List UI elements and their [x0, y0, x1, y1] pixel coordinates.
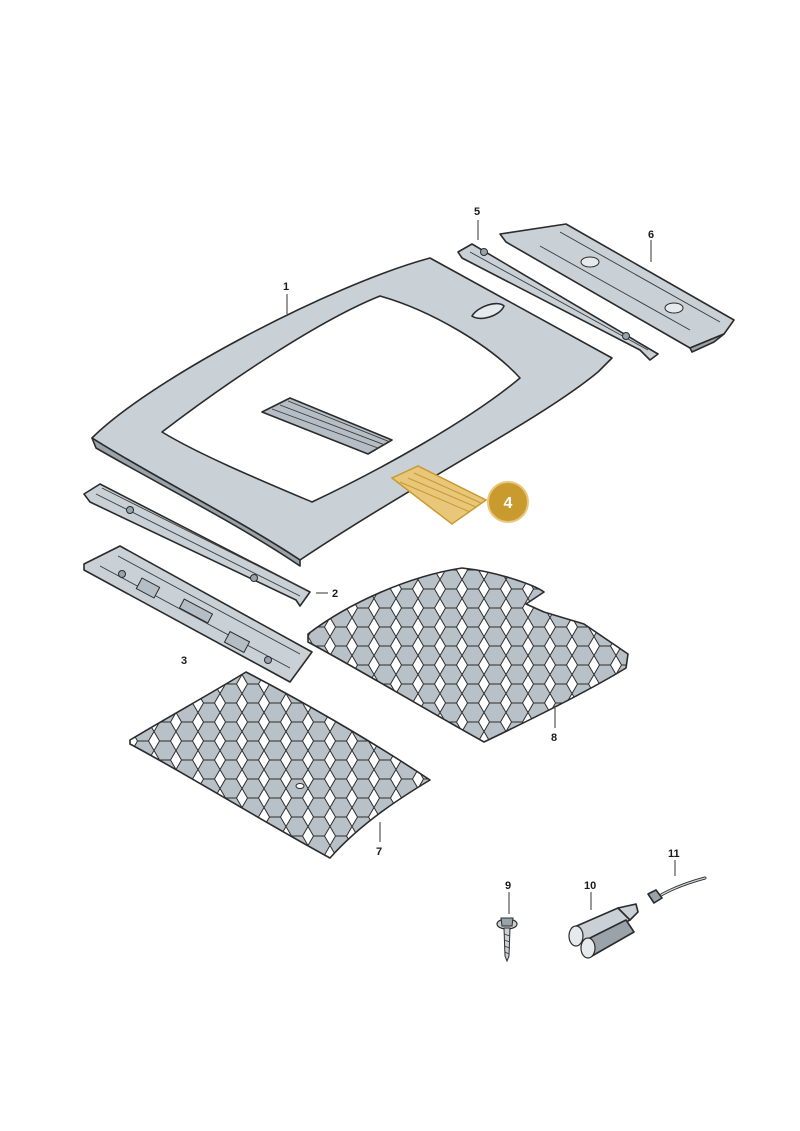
callout-9[interactable]: 9 — [505, 880, 511, 892]
roof-bow-highlighted — [390, 465, 488, 525]
front-crossmember — [83, 483, 311, 607]
callout-11[interactable]: 11 — [668, 848, 680, 860]
screw — [496, 917, 518, 963]
callout-1[interactable]: 1 — [283, 281, 289, 293]
callout-8[interactable]: 8 — [551, 732, 557, 744]
front-insulation-mat — [129, 671, 431, 859]
callout-6[interactable]: 6 — [648, 229, 654, 241]
callout-4-highlight[interactable]: 4 — [487, 481, 529, 523]
callout-5[interactable]: 5 — [474, 206, 480, 218]
callout-10[interactable]: 10 — [584, 880, 596, 892]
rear-reinforcement — [499, 223, 735, 353]
cable — [647, 876, 707, 904]
roof-panel — [91, 257, 613, 567]
front-reinforcement — [83, 545, 313, 683]
rear-insulation-mat — [307, 567, 629, 743]
callout-7[interactable]: 7 — [376, 846, 382, 858]
callout-3[interactable]: 3 — [181, 655, 187, 667]
callout-2[interactable]: 2 — [332, 588, 338, 600]
leader-lines — [286, 220, 676, 914]
adhesive-cartridge — [568, 903, 639, 959]
callout-4-label: 4 — [504, 495, 513, 512]
rear-crossmember — [457, 243, 659, 361]
